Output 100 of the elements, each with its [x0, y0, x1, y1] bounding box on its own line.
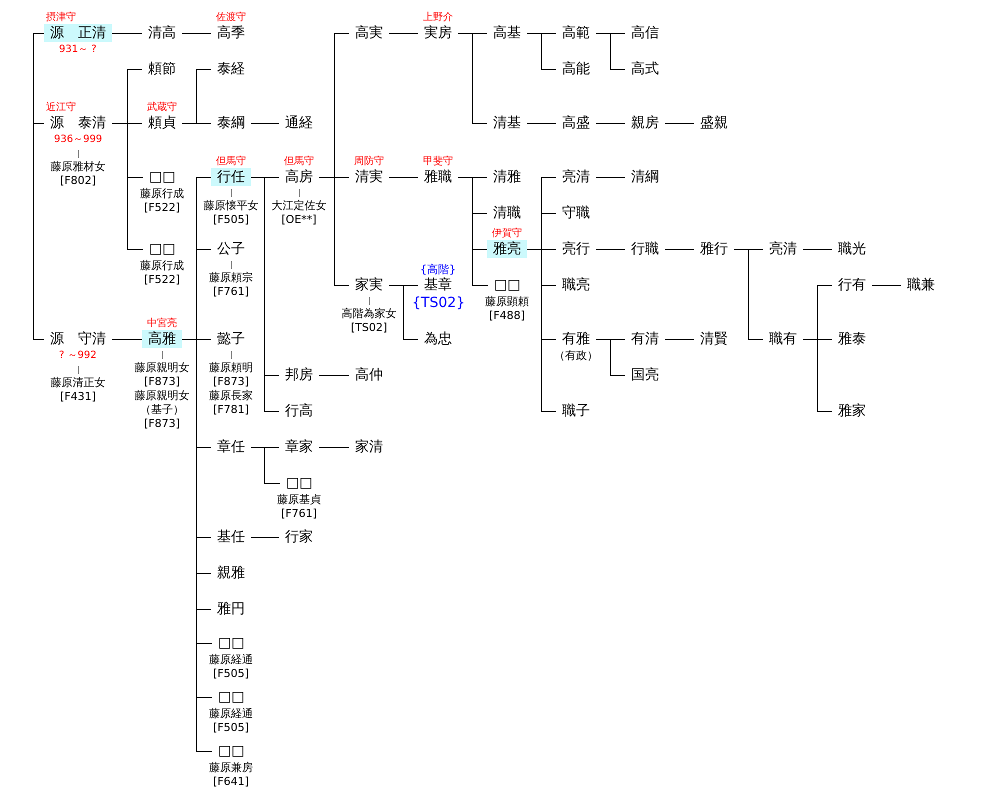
title-label: 周防守 — [354, 156, 384, 168]
person-name: 雅行 — [694, 240, 734, 258]
tree-line — [182, 33, 212, 34]
tree-line — [802, 249, 832, 250]
tree-line — [33, 33, 44, 124]
person-name: 雅円 — [211, 600, 251, 618]
tree-line — [526, 33, 556, 70]
person-name: 行家 — [279, 528, 319, 546]
highlighted-name: 雅亮 — [487, 240, 527, 258]
tree-line — [872, 285, 902, 286]
person-name: 源 守清 — [44, 330, 112, 348]
date-label: 936～999 — [54, 133, 102, 146]
spouse-label: 藤原親明女 [F873] — [134, 361, 190, 389]
person-name: 盛親 — [694, 114, 734, 132]
note-label: 藤原行成 [F522] — [139, 259, 185, 287]
person-name: 亮清 — [763, 240, 803, 258]
note-label: 藤原兼房 [F641] — [208, 761, 254, 789]
person-name: 頼節 — [142, 60, 182, 78]
person-name: 基任 — [211, 528, 251, 546]
person-name: 公子 — [211, 240, 251, 258]
person-name: 章家 — [279, 438, 319, 456]
note-label: 藤原経通 [F505] — [208, 653, 254, 681]
tree-line — [596, 177, 626, 178]
title-label: 中宮亮 — [147, 318, 177, 330]
tree-line — [458, 33, 488, 124]
person-name: 行有 — [832, 276, 872, 294]
person-name: 源 泰清 — [44, 114, 112, 132]
person-name: 職有 — [763, 330, 803, 348]
title-label: 但馬守 — [284, 156, 314, 168]
person-name: 基章 — [418, 276, 458, 294]
clan-label: {高階} — [420, 263, 456, 276]
person-name: □□ — [280, 474, 318, 492]
person-name: 高基 — [487, 24, 527, 42]
person-name: 高仲 — [349, 366, 389, 384]
tree-line — [33, 123, 44, 340]
person-name: 高能 — [556, 60, 596, 78]
person-name: 頼貞 — [142, 114, 182, 132]
person-name: □□ — [212, 688, 250, 706]
person-name: 高盛 — [556, 114, 596, 132]
title-label: 上野介 — [423, 12, 453, 24]
spouse-label: 藤原清正女 [F431] — [50, 376, 106, 404]
person-name: 章任 — [211, 438, 251, 456]
person-name: 亮清 — [556, 168, 596, 186]
person-name: 雅泰 — [832, 330, 872, 348]
person-name: 有清 — [625, 330, 665, 348]
person-name: 懿子 — [211, 330, 251, 348]
tree-line — [112, 123, 144, 250]
note-label: 藤原顕頼 [F488] — [484, 295, 530, 323]
person-name: 高範 — [556, 24, 596, 42]
person-name: 清賢 — [694, 330, 734, 348]
person-name: □□ — [143, 168, 182, 186]
person-name: 高式 — [625, 60, 665, 78]
person-name: 高信 — [625, 24, 665, 42]
person-name: 邦房 — [279, 366, 319, 384]
spouse-label: 大江定佐女 [OE**] — [270, 199, 328, 227]
person-name: 親雅 — [211, 564, 251, 582]
tree-line — [664, 339, 694, 340]
person-name: □□ — [212, 742, 250, 760]
spouse-label: 藤原頼明 [F873] — [208, 361, 254, 389]
tree-line — [802, 339, 832, 412]
tree-line — [182, 123, 212, 124]
person-name: 実房 — [418, 24, 458, 42]
person-name: 清実 — [349, 168, 389, 186]
person-name: 清雅 — [487, 168, 527, 186]
title-label: 但馬守 — [216, 156, 246, 168]
person-name: 泰経 — [211, 60, 251, 78]
date-label: ? ～992 — [59, 349, 97, 362]
person-name: 清高 — [142, 24, 182, 42]
title-label: 近江守 — [46, 102, 76, 114]
tree-line — [250, 537, 280, 538]
person-name: 職亮 — [556, 276, 596, 294]
person-name: □□ — [212, 634, 250, 652]
tree-line — [388, 285, 418, 340]
person-name: 有雅 — [556, 330, 596, 348]
tree-line — [388, 33, 418, 34]
note-label: 藤原親明女（基子） [F873] — [134, 389, 190, 431]
tree-line — [250, 123, 280, 124]
tree-line — [734, 249, 764, 340]
title-label: 摂津守 — [46, 12, 76, 24]
person-name: 清職 — [487, 204, 527, 222]
person-name: 家清 — [349, 438, 389, 456]
person-name: 職兼 — [901, 276, 941, 294]
tree-line — [112, 339, 142, 340]
tree-line — [664, 249, 694, 250]
spouse-label: 藤原雅材女 [F802] — [50, 160, 106, 188]
note-label: 藤原基貞 [F761] — [276, 493, 322, 521]
tree-line — [112, 33, 142, 34]
tree-line — [596, 33, 626, 70]
highlighted-name: 高雅 — [142, 330, 182, 348]
person-name: 職子 — [556, 402, 596, 420]
clan-code-label: {TS02} — [412, 295, 466, 312]
note-label: 藤原行成 [F522] — [139, 187, 185, 215]
person-name: 亮行 — [556, 240, 596, 258]
person-name: 国亮 — [625, 366, 665, 384]
note-label: （有政） — [553, 349, 599, 363]
tree-line — [526, 123, 556, 124]
tree-line — [318, 177, 350, 286]
tree-line — [250, 447, 280, 484]
person-name: 高実 — [349, 24, 389, 42]
note-label: 藤原経通 [F505] — [208, 707, 254, 735]
